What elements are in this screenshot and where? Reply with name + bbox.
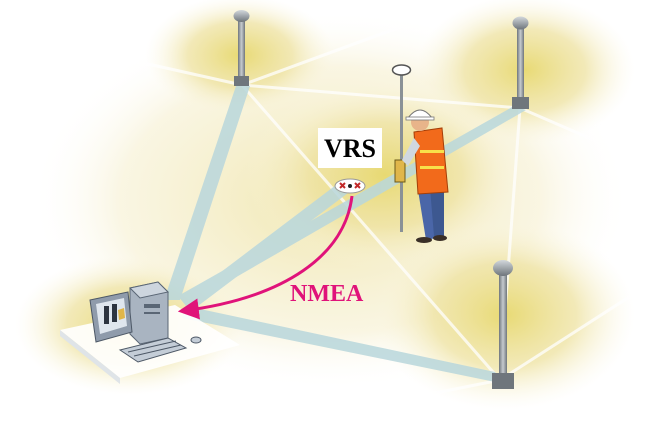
surveyor [391, 64, 449, 243]
base-station-3 [492, 260, 514, 389]
vrs-label-group: VRS [318, 128, 382, 168]
nmea-link: NMEA [177, 195, 364, 320]
gnss-antenna-icon [492, 260, 514, 389]
computer-workstation [60, 281, 240, 384]
virtual-station-marker-icon [334, 178, 366, 194]
desktop-computer-icon [60, 281, 240, 384]
base-station-2 [512, 16, 529, 109]
vrs-label: VRS [324, 134, 376, 163]
gnss-antenna-icon [233, 10, 250, 86]
gnss-antenna-icon [512, 16, 529, 109]
nmea-arrow [177, 195, 354, 320]
nmea-label: NMEA [290, 281, 364, 307]
surveyor-icon [391, 64, 449, 243]
base-station-1 [233, 10, 250, 86]
virtual-station [334, 178, 366, 194]
